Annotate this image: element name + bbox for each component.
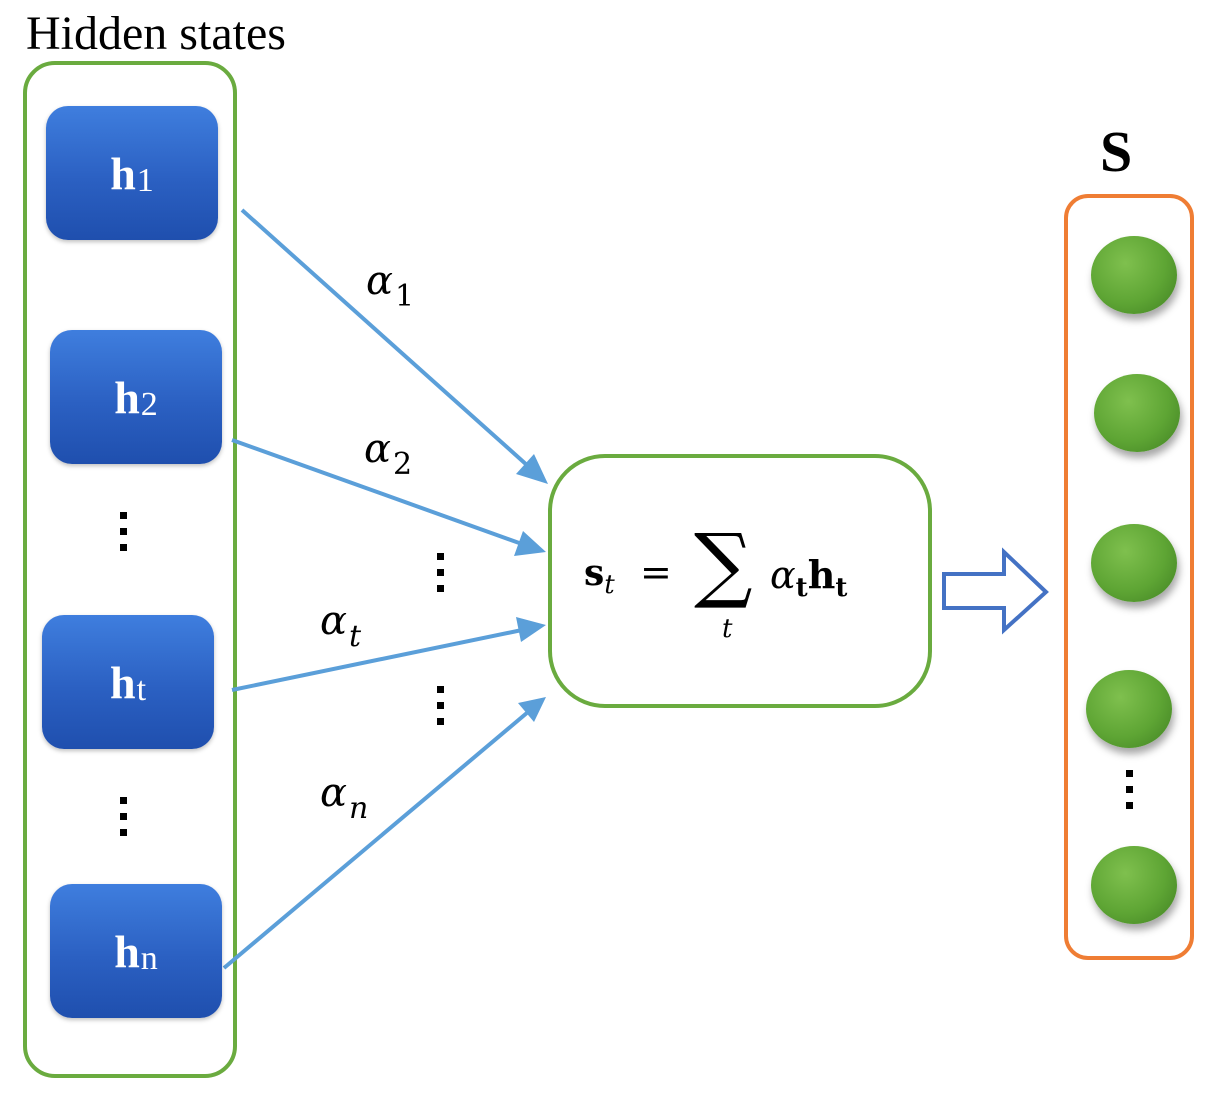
weight-arrow-t <box>231 617 546 692</box>
output-node <box>1091 236 1177 314</box>
output-node <box>1094 374 1180 452</box>
output-node <box>1086 670 1172 748</box>
ellipsis-weights-lower <box>437 686 445 734</box>
output-node <box>1091 846 1177 924</box>
weight-label-2: α2 <box>364 426 413 482</box>
weight-label-n: αn <box>320 770 369 826</box>
ellipsis-weights-upper <box>437 553 445 601</box>
equation-equals: = <box>640 550 672 594</box>
weight-arrow-1 <box>240 208 548 484</box>
hollow-arrow <box>942 547 1049 635</box>
weight-label-1: α1 <box>366 258 415 314</box>
weight-arrow-2 <box>231 438 546 556</box>
weighted-sum-box <box>548 454 932 708</box>
equation-rhs: αtht <box>770 552 848 603</box>
weight-arrow-n <box>222 697 546 970</box>
weighted-sum-equation: st = ∑ t αtht <box>584 524 904 650</box>
output-node <box>1091 524 1177 602</box>
output-label: S <box>1100 119 1133 184</box>
ellipsis-hidden-lower <box>120 797 128 845</box>
output-vector-container <box>1064 194 1194 960</box>
ellipsis-hidden-upper <box>120 512 128 560</box>
weight-label-t: αt <box>320 598 362 654</box>
equation-lhs: st <box>584 552 615 600</box>
summation-icon: ∑ <box>694 517 753 612</box>
hidden-states-container <box>23 61 237 1078</box>
ellipsis-output <box>1126 770 1134 818</box>
summation-index: t <box>722 614 733 644</box>
diagram-title: Hidden states <box>26 7 286 60</box>
